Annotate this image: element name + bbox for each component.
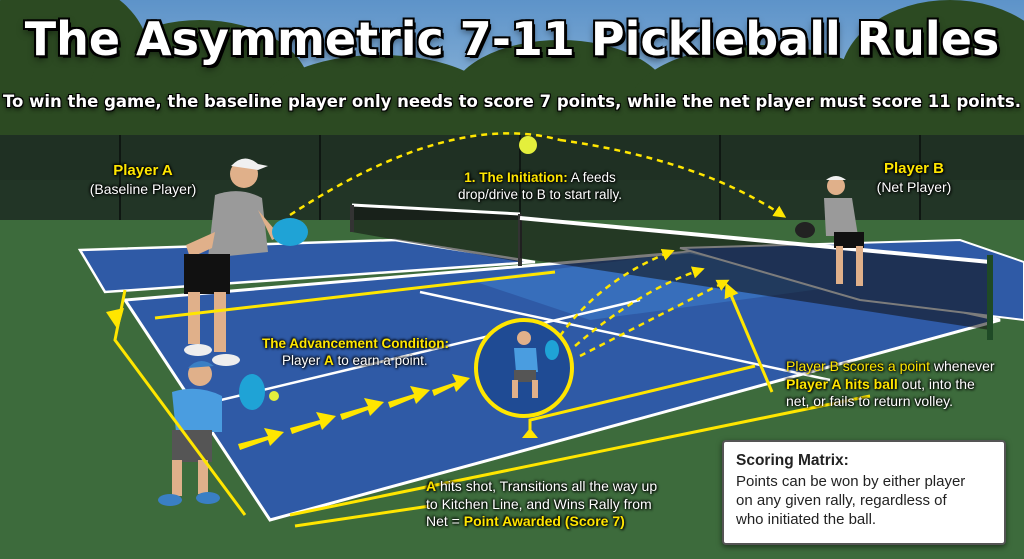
scoring-matrix-box: Scoring Matrix: Points can be won by eit… xyxy=(722,440,1006,545)
main-net xyxy=(519,216,993,340)
player-a-foreground-figure xyxy=(158,360,279,506)
b-scores-lead: Player B scores a point xyxy=(786,358,930,374)
player-b-role: (Net Player) xyxy=(876,178,952,195)
page-title: The Asymmetric 7-11 Pickleball Rules xyxy=(24,12,1000,66)
advancement-circle xyxy=(474,318,574,418)
advancement-pre: Player xyxy=(282,352,325,368)
player-b-figure xyxy=(795,176,864,286)
player-a-role: (Baseline Player) xyxy=(89,180,197,197)
advance-arrows xyxy=(106,308,538,450)
initiation-note: 1. The Initiation: A feeds drop/drive to… xyxy=(430,170,650,204)
player-a-figure xyxy=(184,158,308,366)
initiation-text-2: drop/drive to B to start rally. xyxy=(457,186,623,202)
advancement-heading: The Advancement Condition: xyxy=(262,336,450,351)
b-scores-note: Player B scores a point whenever Player … xyxy=(786,358,1016,411)
point-awarded-line2: to Kitchen Line, and Wins Rally from xyxy=(426,495,652,512)
player-a-label: Player A (Baseline Player) xyxy=(78,162,208,198)
page-subtitle: To win the game, the baseline player onl… xyxy=(2,92,1022,111)
b-scores-rest1: whenever xyxy=(929,358,995,374)
point-awarded-line1: hits shot, Transitions all the way up xyxy=(436,478,658,494)
b-scores-rest2: out, into the xyxy=(897,375,975,392)
b-scores-bold: Player A hits ball xyxy=(786,375,898,392)
advancement-player: A xyxy=(324,352,334,368)
initiation-heading: 1. The Initiation: xyxy=(464,170,568,185)
player-b-label: Player B (Net Player) xyxy=(862,160,966,196)
point-awarded-note: A hits shot, Transitions all the way up … xyxy=(426,478,716,531)
initiation-text-1: A feeds xyxy=(570,170,616,185)
point-awarded-line3: Net = xyxy=(426,513,464,529)
advancement-post: to earn a point. xyxy=(333,352,428,368)
point-awarded-bold: Point Awarded (Score 7) xyxy=(463,513,625,529)
player-b-name: Player B xyxy=(883,160,945,177)
scoring-matrix-line-3: who initiated the ball. xyxy=(736,510,877,528)
b-scores-line3: net, or fails to return volley. xyxy=(786,393,954,409)
scoring-matrix-line-2: on any given rally, regardless of xyxy=(736,491,947,509)
scoring-matrix-body: Points can be won by either player on an… xyxy=(736,473,992,529)
advancement-note: The Advancement Condition: Player A to e… xyxy=(262,336,482,370)
scoring-matrix-line-1: Points can be won by either player xyxy=(736,473,966,490)
point-awarded-a: A xyxy=(426,478,437,494)
player-a-name: Player A xyxy=(113,162,173,179)
ball-icon xyxy=(519,136,537,154)
scoring-matrix-heading: Scoring Matrix: xyxy=(736,452,849,469)
